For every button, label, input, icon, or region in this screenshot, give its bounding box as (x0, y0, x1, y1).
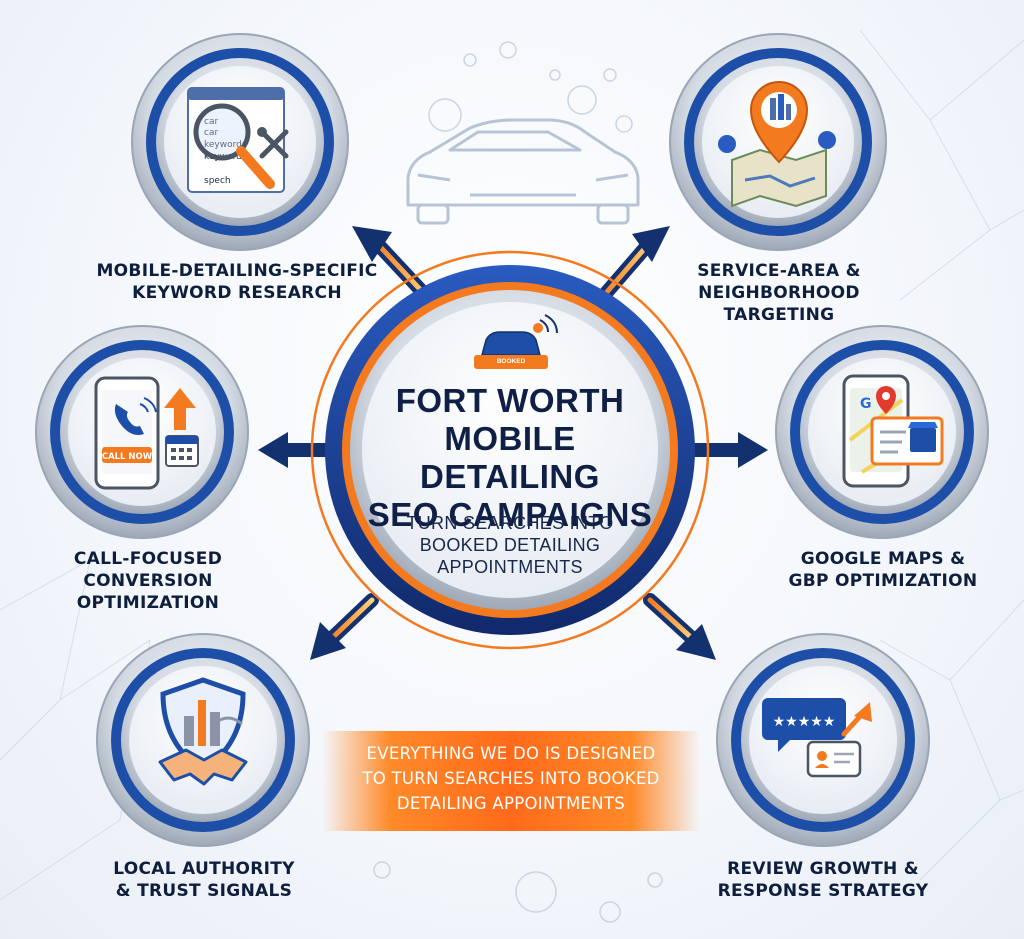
review-stars-icon: ★★★★★ (762, 698, 872, 778)
keyword-item-5: spech (204, 176, 231, 186)
center-title: FORT WORTH MOBILE DETAILING SEO CAMPAIGN… (358, 382, 662, 534)
keyword-item-3: keywords (204, 140, 247, 150)
phone-call-now-icon: CALL NOW (94, 376, 199, 490)
background-network (0, 29, 1024, 901)
booked-car-badge-icon (474, 314, 558, 369)
review-stars-text: ★★★★★ (773, 714, 836, 730)
arrow-right (683, 432, 768, 468)
label-review-growth: REVIEW GROWTH & RESPONSE STRATEGY (712, 858, 934, 902)
arrow-up-right (593, 226, 670, 307)
car-outline-icon (406, 118, 640, 225)
center-title-line-2: MOBILE DETAILING (420, 420, 600, 495)
center-subtitle-line-3: APPOINTMENTS (437, 557, 583, 577)
label-call-line-2: CONVERSION OPTIMIZATION (76, 571, 220, 613)
bubbles-decoration (373, 41, 663, 923)
label-local-authority: LOCAL AUTHORITY & TRUST SIGNALS (104, 858, 304, 902)
label-call-focused: CALL-FOCUSED CONVERSION OPTIMIZATION (18, 548, 278, 614)
center-subtitle-line-1: TURN SEARCHES INTO (406, 513, 614, 533)
label-maps-line-1: GOOGLE MAPS & (800, 549, 966, 569)
google-maps-store-icon: G (842, 374, 944, 488)
label-authority-line-1: LOCAL AUTHORITY (113, 859, 295, 879)
center-subtitle: TURN SEARCHES INTO BOOKED DETAILING APPO… (378, 512, 642, 578)
label-call-line-1: CALL-FOCUSED (73, 549, 223, 569)
map-pin-city-icon (718, 80, 836, 208)
center-hub (310, 250, 710, 650)
keyword-item-1: car (204, 117, 218, 127)
center-title-line-3: SEO CAMPAIGNS (367, 496, 653, 533)
mission-banner: EVERYTHING WE DO IS DESIGNED TO TURN SEA… (322, 731, 700, 831)
label-keyword-research: MOBILE-DETAILING-SPECIFIC KEYWORD RESEAR… (92, 260, 382, 304)
label-reviews-line-1: REVIEW GROWTH & (727, 859, 919, 879)
mission-banner-text: EVERYTHING WE DO IS DESIGNED TO TURN SEA… (322, 741, 700, 816)
label-keyword-line-2: KEYWORD RESEARCH (132, 283, 342, 303)
banner-line-3: DETAILING APPOINTMENTS (396, 794, 626, 813)
label-reviews-line-2: RESPONSE STRATEGY (717, 881, 929, 901)
booked-appointments-badge-text: BOOKED APPOINTMENTS (485, 358, 537, 377)
google-letter-text: G (860, 396, 872, 412)
label-service-line-1: SERVICE-AREA & (697, 261, 861, 281)
banner-line-1: EVERYTHING WE DO IS DESIGNED (366, 744, 656, 763)
label-service-area: SERVICE-AREA & NEIGHBORHOOD TARGETING (674, 260, 884, 326)
label-authority-line-2: & TRUST SIGNALS (115, 881, 293, 901)
banner-line-2: TO TURN SEARCHES INTO BOOKED (362, 769, 660, 788)
label-keyword-line-1: MOBILE-DETAILING-SPECIFIC (96, 261, 378, 281)
label-service-line-2: NEIGHBORHOOD (698, 283, 860, 303)
center-title-line-1: FORT WORTH (395, 382, 625, 419)
center-subtitle-line-2: BOOKED DETAILING (419, 535, 601, 555)
label-service-line-3: TARGETING (723, 305, 835, 325)
magnifier-keywords-icon: car car keywords keywords spech (187, 87, 289, 193)
arrow-down-right (643, 593, 716, 660)
call-now-button-text: CALL NOW (102, 452, 153, 462)
label-maps-line-2: GBP OPTIMIZATION (788, 571, 978, 591)
shield-handshake-icon (158, 677, 248, 786)
keyword-item-2: car (204, 128, 218, 138)
label-google-maps: GOOGLE MAPS & GBP OPTIMIZATION (788, 548, 978, 592)
arrow-down-left (310, 593, 379, 660)
